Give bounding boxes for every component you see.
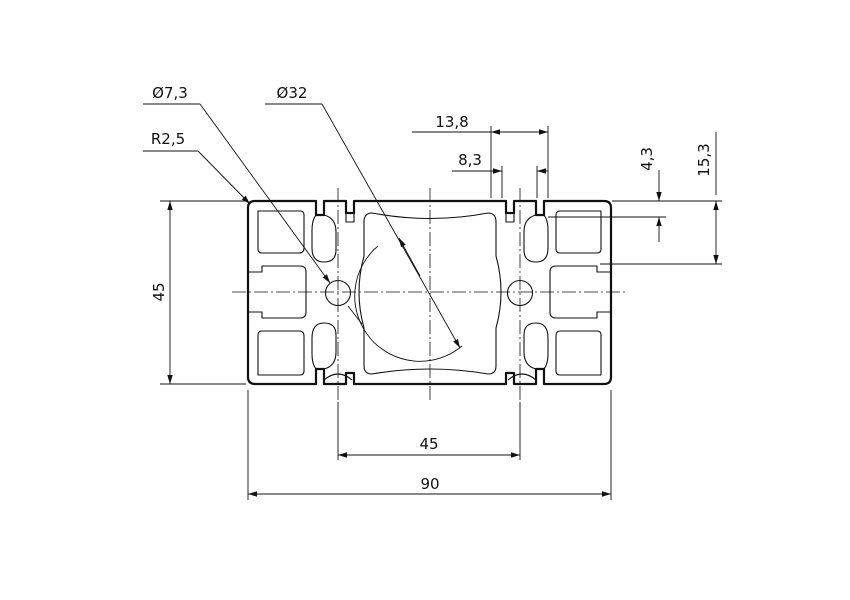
leader-core: [321, 103, 461, 349]
cavity-top-left: [257, 210, 305, 254]
top-slot-channel-left: [345, 213, 355, 223]
profile-outline: [246, 199, 613, 386]
cavity-bottom-right: [555, 330, 602, 376]
cavity-bottom-left: [257, 330, 305, 376]
slot-undercut-top-left: [311, 214, 337, 263]
leader-hole-inner: [347, 305, 363, 325]
label-slot-outer: 13,8: [435, 113, 468, 131]
label-core-diameter: Ø32: [277, 84, 308, 102]
label-width: 90: [420, 475, 439, 493]
core-diameter-arc: [354, 245, 463, 362]
label-radius: R2,5: [151, 130, 185, 148]
leader-radius: [197, 150, 251, 205]
label-hole-diameter: Ø7,3: [152, 84, 188, 102]
label-depth-large: 15,3: [695, 143, 713, 176]
central-core: [358, 212, 502, 375]
slot-undercut-bottom-left: [311, 322, 337, 370]
bottom-slot-channel-right: [507, 373, 537, 381]
label-slot-inner: 8,3: [458, 151, 482, 169]
cavity-top-right: [555, 210, 602, 254]
leader-hole: [199, 103, 331, 284]
label-depth-small: 4,3: [638, 147, 656, 171]
label-pitch: 45: [419, 435, 438, 453]
label-height: 45: [150, 282, 168, 301]
leader-core-arrow-start: [398, 237, 421, 277]
slot-undercut-bottom-right: [523, 322, 549, 370]
top-slot-channel-right: [505, 213, 515, 223]
slot-undercut-top-right: [523, 214, 549, 263]
